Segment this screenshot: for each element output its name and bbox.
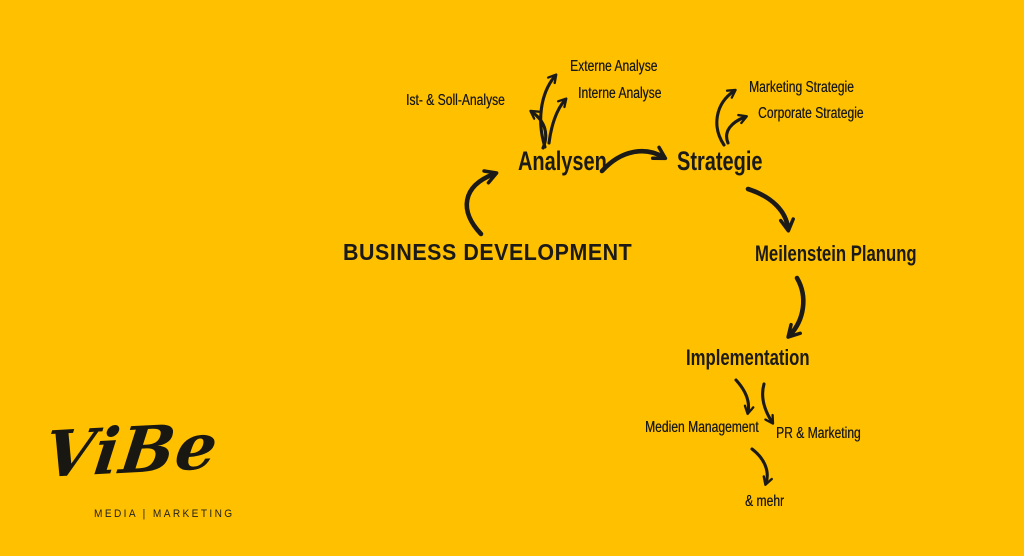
- leaf-ist-soll-analyse: Ist- & Soll-Analyse: [406, 92, 505, 109]
- arrow-analysen-to-externe: [539, 73, 558, 149]
- arrow-implementation-to-pr: [761, 382, 775, 425]
- arrow-to-mehr: [750, 447, 773, 486]
- arrow-strategie-to-corporate: [725, 113, 748, 145]
- leaf-corporate-strategie: Corporate Strategie: [758, 105, 864, 122]
- node-business-development: BUSINESS DEVELOPMENT: [343, 239, 633, 265]
- leaf-mehr: & mehr: [745, 493, 784, 510]
- leaf-medien-management: Medien Management: [645, 419, 759, 436]
- leaf-externe-analyse: Externe Analyse: [570, 58, 658, 75]
- arrow-strategie-to-marketing: [715, 88, 737, 147]
- arrow-analysen-to-interne: [547, 97, 568, 145]
- arrow-business-to-analysen: [464, 169, 499, 237]
- leaf-marketing-strategie: Marketing Strategie: [749, 79, 854, 96]
- node-meilenstein-planung: Meilenstein Planung: [755, 241, 917, 266]
- leaf-interne-analyse: Interne Analyse: [578, 85, 662, 102]
- leaf-pr-marketing: PR & Marketing: [776, 425, 861, 442]
- vibe-logo-tagline: MEDIA | MARKETING: [94, 508, 235, 520]
- arrow-strategie-to-meilenstein: [745, 186, 795, 233]
- node-strategie: Strategie: [677, 146, 763, 176]
- arrow-meilenstein-to-implementation: [786, 275, 806, 339]
- arrow-analysen-to-strategie: [599, 145, 668, 174]
- arrow-implementation-to-medien: [734, 378, 755, 416]
- node-implementation: Implementation: [686, 345, 810, 370]
- node-analysen: Analysen: [518, 146, 607, 176]
- vibe-logo-wordmark: ViBe: [40, 409, 223, 494]
